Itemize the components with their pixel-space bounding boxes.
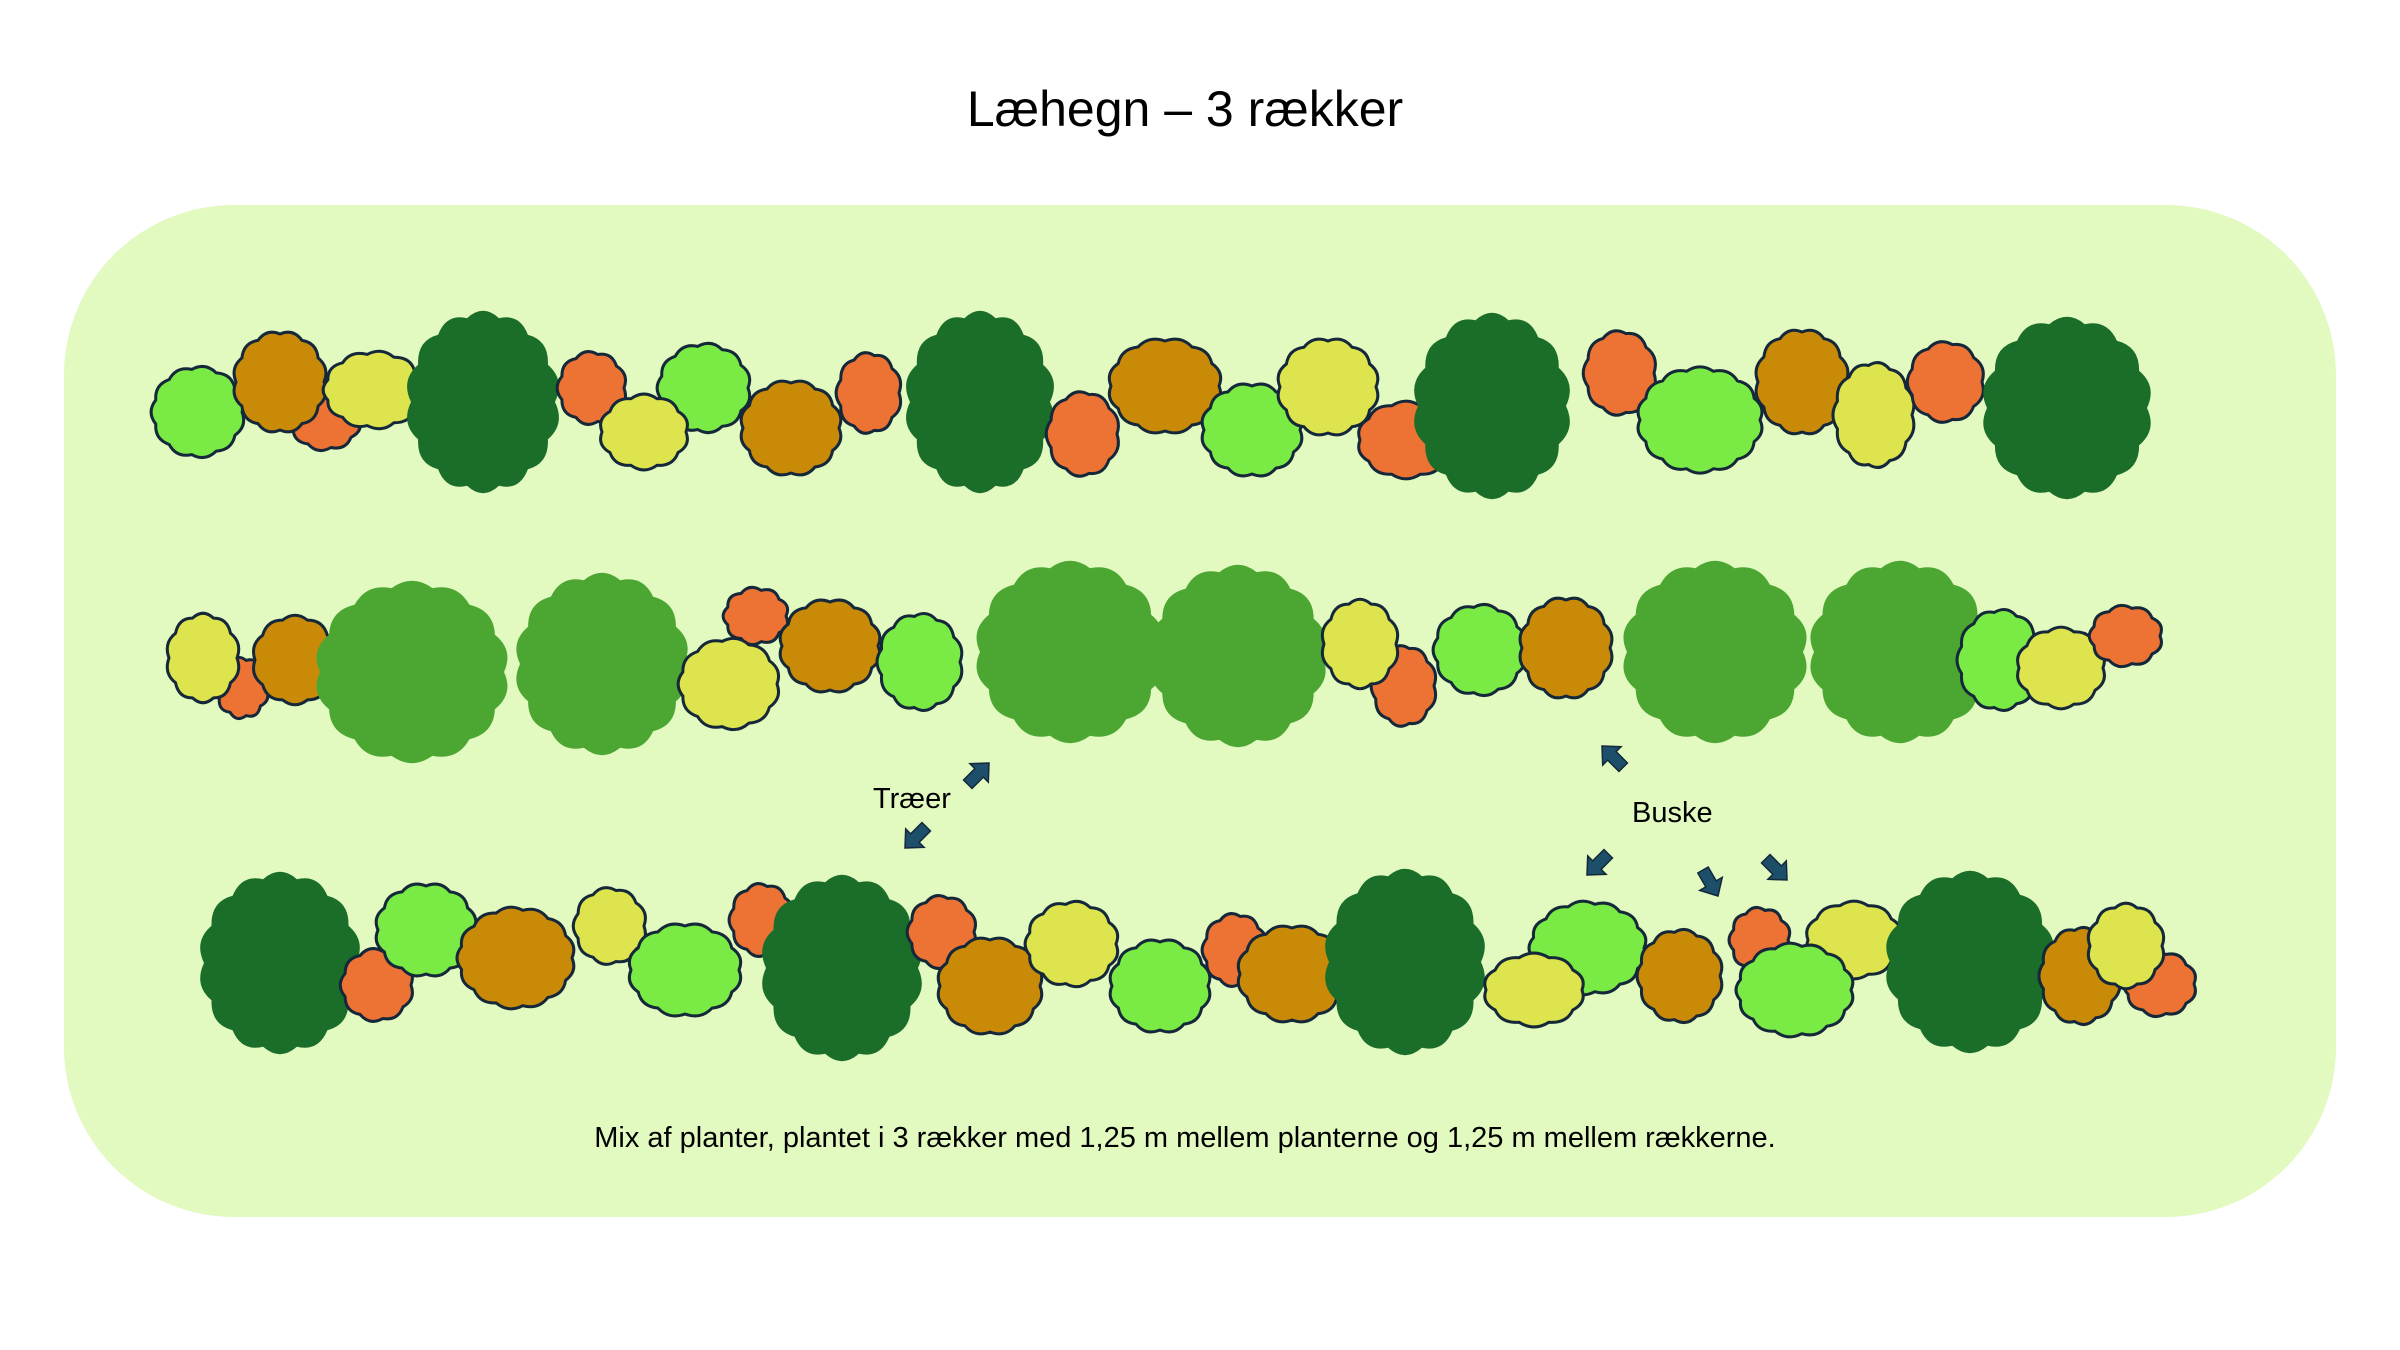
shrub-light-green bbox=[1200, 382, 1304, 478]
shrub-ochre bbox=[252, 613, 338, 707]
shrub-light-green bbox=[1734, 941, 1855, 1039]
shrub-ochre bbox=[1518, 596, 1614, 700]
tree-dark bbox=[200, 871, 360, 1055]
shrub-light-green bbox=[149, 364, 246, 460]
label-trees: Træer bbox=[873, 783, 951, 815]
page-title: Læhegn – 3 rækker bbox=[966, 81, 1404, 137]
shrub-ochre bbox=[1635, 927, 1724, 1025]
tree-dark bbox=[1983, 316, 2151, 500]
shrub-yellow bbox=[676, 636, 781, 732]
shrub-yellow bbox=[2016, 625, 2106, 711]
shrub-yellow bbox=[599, 392, 689, 472]
shrub-ochre bbox=[455, 905, 576, 1011]
shrub-light-green bbox=[655, 341, 752, 435]
tree-medium bbox=[1150, 564, 1326, 748]
tree-medium bbox=[316, 580, 508, 764]
tree-dark bbox=[906, 310, 1054, 494]
shrub-yellow bbox=[1320, 597, 1400, 691]
tree-medium bbox=[976, 560, 1164, 744]
shrub-yellow bbox=[165, 611, 241, 705]
shrub-ochre bbox=[778, 598, 882, 694]
pointer-arrows bbox=[904, 745, 1788, 897]
shrub-light-green bbox=[1636, 365, 1764, 475]
shrub-ochre bbox=[232, 330, 328, 434]
arrow-icon bbox=[904, 821, 932, 849]
tree-dark bbox=[762, 874, 922, 1062]
shrub-ochre bbox=[739, 379, 843, 477]
tree-dark bbox=[1325, 868, 1485, 1056]
arrow-icon bbox=[1696, 865, 1724, 897]
shrub-orange bbox=[1044, 390, 1120, 478]
shrub-yellow bbox=[321, 349, 426, 431]
tree-dark bbox=[1414, 312, 1570, 500]
shrub-orange bbox=[834, 351, 903, 435]
shrub-yellow bbox=[2086, 901, 2166, 991]
shrub-yellow bbox=[1831, 361, 1916, 469]
label-shrubs: Buske bbox=[1632, 797, 1713, 829]
shrub-light-green bbox=[875, 612, 964, 712]
shrub-light-green bbox=[627, 922, 743, 1018]
tree-medium bbox=[1810, 560, 1990, 744]
arrow-icon bbox=[1760, 853, 1788, 881]
arrow-icon bbox=[1586, 848, 1614, 876]
shrub-ochre bbox=[1107, 337, 1223, 435]
arrow-icon bbox=[962, 762, 990, 790]
tree-medium bbox=[1623, 560, 1807, 744]
shrub-ochre bbox=[1754, 328, 1850, 436]
arrow-icon bbox=[1601, 745, 1629, 773]
shrub-yellow bbox=[1276, 337, 1380, 437]
shrub-orange bbox=[1905, 340, 1985, 424]
shrub-light-green bbox=[374, 882, 478, 978]
shrub-orange bbox=[2087, 603, 2163, 669]
shrub-yellow bbox=[1023, 899, 1120, 989]
shrub-yellow bbox=[1483, 951, 1585, 1029]
shrub-ochre bbox=[936, 936, 1044, 1036]
tree-dark bbox=[407, 310, 559, 494]
shrub-light-green bbox=[1431, 602, 1528, 698]
shrub-orange bbox=[721, 585, 790, 647]
hedge-row-1 bbox=[149, 310, 2151, 500]
tree-medium bbox=[516, 572, 688, 756]
hedge-row-2 bbox=[165, 560, 2163, 764]
shrub-light-green bbox=[1108, 938, 1212, 1034]
caption: Mix af planter, plantet i 3 rækker med 1… bbox=[594, 1122, 1776, 1154]
hedge-row-3 bbox=[200, 868, 2197, 1062]
tree-dark bbox=[1886, 870, 2054, 1054]
shrub-ochre bbox=[1236, 924, 1348, 1024]
